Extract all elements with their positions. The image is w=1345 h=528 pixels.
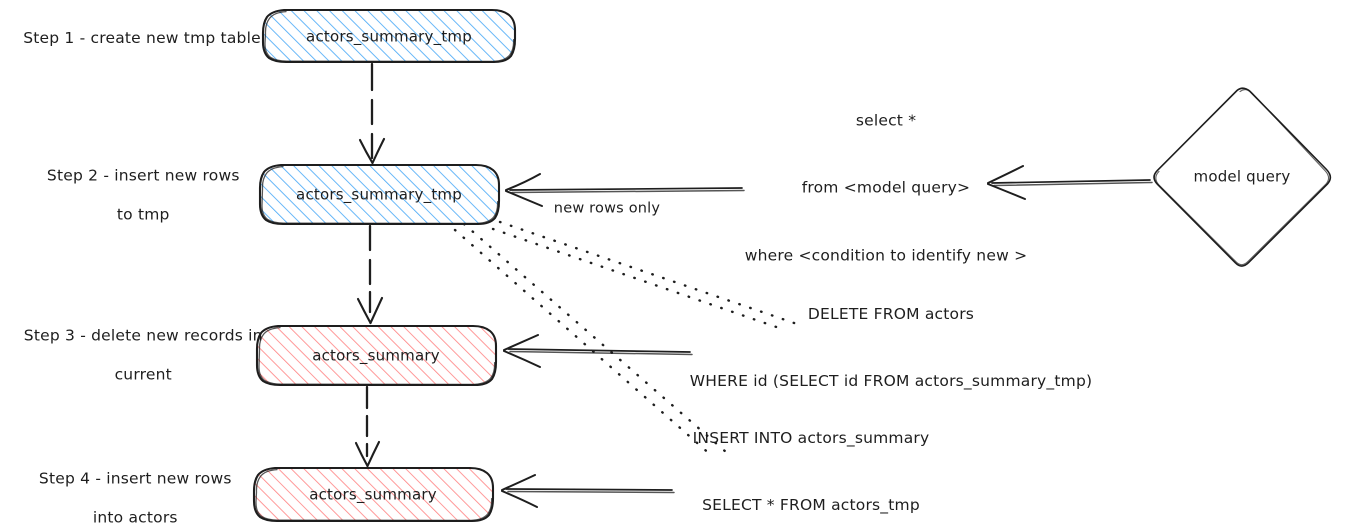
arrow-step3-to-step4	[354, 385, 381, 468]
insert-sql-line1: INSERT INTO actors_summary	[692, 429, 930, 448]
step2-node[interactable]	[256, 164, 502, 226]
model-query-sql-line1: select *	[855, 111, 917, 130]
model-query-node[interactable]	[1150, 86, 1336, 272]
step4-label-line2: into actors	[92, 508, 178, 527]
step2-label: Step 2 - insert new rows to tmp	[26, 146, 239, 245]
step2-node-label[interactable]: actors_summary_tmp	[296, 185, 462, 204]
insert-sql-block: INSERT INTO actors_summary SELECT * FROM…	[693, 382, 930, 528]
step4-label-line1: Step 4 - insert new rows	[38, 469, 232, 488]
step2-label-line2: to tmp	[116, 205, 170, 224]
arrow-delete-to-step3	[503, 334, 693, 368]
step3-label-line2: current	[114, 365, 172, 384]
step3-label-line1: Step 3 - delete new records in	[23, 326, 263, 345]
step4-node-label[interactable]: actors_summary	[309, 485, 437, 504]
insert-sql-line2: SELECT * FROM actors_tmp	[702, 496, 920, 515]
model-query-sql-line3: where <condition to identify new >	[744, 246, 1028, 265]
step3-label: Step 3 - delete new records in current	[3, 306, 263, 405]
step1-node-label[interactable]: actors_summary_tmp	[306, 27, 472, 46]
arrow-insert-to-step4	[501, 474, 675, 508]
step3-node-label[interactable]: actors_summary	[312, 346, 440, 365]
delete-sql-line2: WHERE id (SELECT id FROM actors_summary_…	[689, 372, 1093, 391]
arrow-step2-to-step3	[356, 224, 384, 325]
model-query-label[interactable]: model query	[1193, 167, 1291, 186]
step1-label: Step 1 - create new tmp table	[23, 29, 261, 48]
arrow-step1-to-step2	[358, 62, 386, 165]
delete-sql-block: DELETE FROM actors WHERE id (SELECT id F…	[690, 258, 1092, 438]
step1-node[interactable]	[259, 10, 519, 64]
step4-node[interactable]	[250, 467, 496, 523]
model-query-sql-block: select * from <model query> where <condi…	[745, 64, 1028, 311]
step3-node[interactable]	[253, 325, 499, 387]
new-rows-only-label: new rows only	[553, 200, 661, 217]
step4-label: Step 4 - insert new rows into actors	[18, 449, 231, 528]
delete-sql-line1: DELETE FROM actors	[807, 305, 975, 324]
model-query-sql-line2: from <model query>	[801, 178, 971, 197]
step2-label-line1: Step 2 - insert new rows	[46, 166, 240, 185]
